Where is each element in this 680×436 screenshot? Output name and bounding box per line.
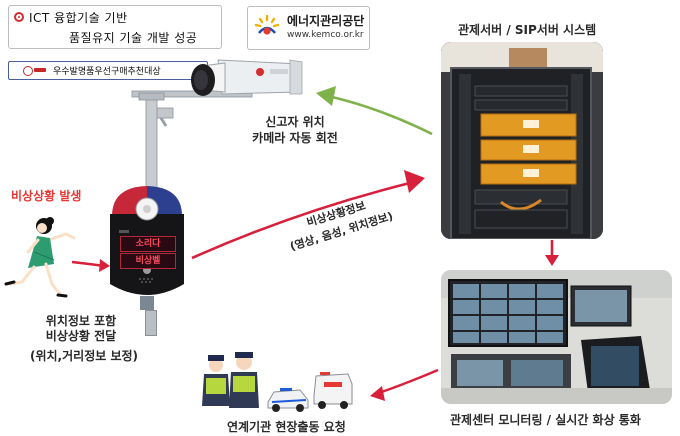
bell-display-line-2: 비상벨 (120, 253, 176, 269)
bell-to-server-arrow-icon (191, 170, 425, 260)
police-officer-icon (202, 355, 230, 406)
server-rack-photo (441, 42, 603, 239)
ptz-camera-icon (191, 59, 303, 96)
banner-line-1: ICT 융합기술 기반 (29, 11, 128, 25)
rack-units (474, 85, 577, 229)
certificate-text: 우수발명품우선구매추천대상 (53, 67, 161, 77)
bullet-icon (14, 12, 24, 22)
control-center-photo (441, 270, 672, 404)
pole-camera-illustration (131, 59, 303, 218)
pole-lower-section (145, 310, 157, 336)
police-officer-2-icon (229, 352, 259, 408)
camera-rotate-label-1: 신고자 위치 (265, 115, 325, 129)
agency-name: 에너지관리공단 (287, 14, 365, 28)
emergency-label: 비상상황 발생 (11, 189, 82, 203)
banner-line-2: 품질유지 기술 개발 성공 (69, 31, 198, 45)
monitoring-label: 관제센터 모니터링 / 실시간 화상 통화 (450, 413, 641, 427)
location-info-label-1: 위치정보 포함 (45, 314, 117, 328)
sun-logo-icon (254, 14, 280, 35)
certificate-logo-mark (34, 68, 46, 72)
certificate-logo-icon (23, 66, 33, 76)
location-info-label-2: 비상상황 전달 (45, 329, 117, 343)
monitor-to-dispatch-arrow-icon (370, 368, 439, 401)
tech-banner: ICT 융합기술 기반 품질유지 기술 개발 성공 (8, 5, 222, 49)
dispatch-label: 연계기관 현장출동 요청 (227, 420, 346, 434)
agency-logo: 에너지관리공단 www.kemco.or.kr (247, 6, 370, 50)
certificate-badge: 우수발명품우선구매추천대상 (8, 61, 208, 80)
server-to-monitor-arrow-icon (545, 240, 559, 266)
location-info-label-3: (위치,거리정보 보정) (29, 349, 139, 363)
police-car-icon (267, 388, 309, 412)
running-person-icon (4, 217, 76, 298)
woman-to-bell-arrow-icon (71, 259, 110, 272)
ambulance-icon (313, 372, 353, 409)
bell-display-line-1: 소리다 (120, 236, 176, 252)
server-system-label: 관제서버 / SIP서버 시스템 (458, 23, 597, 37)
responders-illustration (202, 352, 353, 412)
server-to-camera-arrow-icon (316, 86, 433, 136)
camera-rotate-label-2: 카메라 자동 회전 (252, 131, 338, 145)
agency-url: www.kemco.or.kr (287, 30, 364, 40)
emergency-bell: 소리다 비상벨 (106, 184, 188, 310)
